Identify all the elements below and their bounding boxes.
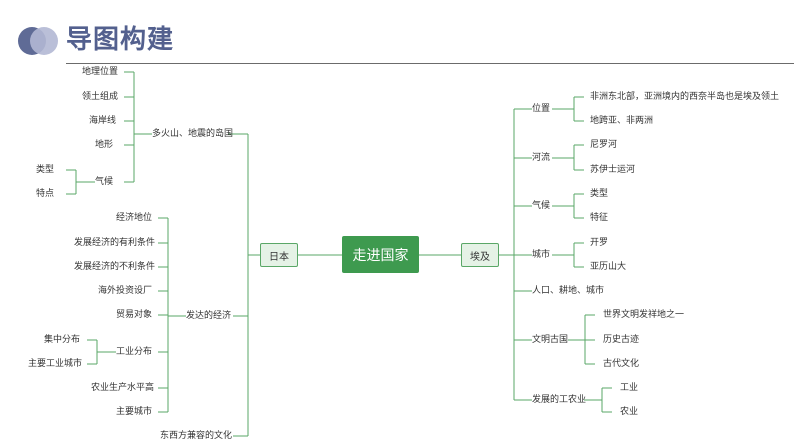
left-item-major-cities[interactable]: 主要城市 <box>116 407 153 417</box>
right-climate-feature[interactable]: 特征 <box>590 213 609 223</box>
link-right-civ-children <box>568 314 595 365</box>
right-branch-population[interactable]: 人口、耕地、城市 <box>532 286 605 296</box>
link-right-trunk <box>499 108 532 401</box>
right-civ-culture[interactable]: 古代文化 <box>603 359 640 369</box>
link-left-industry-children <box>87 339 116 365</box>
header: 导图构建 <box>0 0 794 70</box>
left-climate-feature[interactable]: 特点 <box>36 189 55 199</box>
link-right-river-children <box>552 144 584 171</box>
link-right-city-children <box>552 242 584 268</box>
left-item-climate[interactable]: 气候 <box>95 177 114 187</box>
right-civ-sites[interactable]: 历史古迹 <box>603 335 640 345</box>
left-item-overseas[interactable]: 海外投资设厂 <box>98 286 153 296</box>
left-item-industry[interactable]: 工业分布 <box>116 347 153 357</box>
left-item-location[interactable]: 地理位置 <box>82 67 119 77</box>
right-branch-industry-agri[interactable]: 发展的工农业 <box>532 395 587 405</box>
left-climate-type[interactable]: 类型 <box>36 165 55 175</box>
center-node[interactable]: 走进国家 <box>342 236 419 273</box>
right-industry[interactable]: 工业 <box>620 383 639 393</box>
title-divider <box>66 63 794 64</box>
link-left-climate-children <box>66 169 95 195</box>
left-item-econ-status[interactable]: 经济地位 <box>116 213 153 223</box>
right-city-cairo[interactable]: 开罗 <box>590 238 609 248</box>
link-right-location-children <box>552 96 584 122</box>
left-item-agriculture[interactable]: 农业生产水平高 <box>91 383 155 393</box>
page-title: 导图构建 <box>66 25 175 55</box>
left-root-node[interactable]: 日本 <box>260 243 298 267</box>
right-river-nile[interactable]: 尼罗河 <box>590 140 618 150</box>
right-location-ne-africa[interactable]: 非洲东北部，亚洲境内的西奈半岛也是埃及领土 <box>590 92 780 102</box>
left-branch-2-label[interactable]: 发达的经济 <box>186 311 232 321</box>
right-branch-rivers[interactable]: 河流 <box>532 153 551 163</box>
right-location-continents[interactable]: 地跨亚、非两洲 <box>590 116 654 126</box>
right-city-alexandria[interactable]: 亚历山大 <box>590 262 627 272</box>
decor-circle-light <box>30 27 58 55</box>
right-branch-civilization[interactable]: 文明古国 <box>532 335 569 345</box>
link-left-branch-2 <box>158 217 186 413</box>
right-branch-climate[interactable]: 气候 <box>532 201 551 211</box>
right-agriculture[interactable]: 农业 <box>620 407 639 417</box>
left-item-favorable[interactable]: 发展经济的有利条件 <box>74 238 156 248</box>
left-item-terrain[interactable]: 地形 <box>95 140 114 150</box>
left-industry-cities[interactable]: 主要工业城市 <box>28 359 83 369</box>
right-branch-cities[interactable]: 城市 <box>532 250 551 260</box>
link-right-climate-children <box>552 193 584 219</box>
left-industry-concentrated[interactable]: 集中分布 <box>44 335 81 345</box>
right-root-node[interactable]: 埃及 <box>461 243 499 267</box>
right-civ-cradle[interactable]: 世界文明发祥地之一 <box>603 310 685 320</box>
link-right-industry-children <box>584 387 612 413</box>
right-climate-type[interactable]: 类型 <box>590 189 609 199</box>
left-item-trade[interactable]: 贸易对象 <box>116 310 153 320</box>
right-river-suez[interactable]: 苏伊士运河 <box>590 165 636 175</box>
left-branch-1-label[interactable]: 多火山、地震的岛国 <box>152 129 234 139</box>
left-branch-3-label[interactable]: 东西方兼容的文化 <box>160 431 233 441</box>
link-left-trunk <box>228 133 260 437</box>
left-item-coastline[interactable]: 海岸线 <box>89 116 117 126</box>
left-item-unfavorable[interactable]: 发展经济的不利条件 <box>74 262 156 272</box>
right-branch-location[interactable]: 位置 <box>532 104 551 114</box>
link-left-branch-1 <box>124 71 152 183</box>
left-item-territory[interactable]: 领土组成 <box>82 92 119 102</box>
